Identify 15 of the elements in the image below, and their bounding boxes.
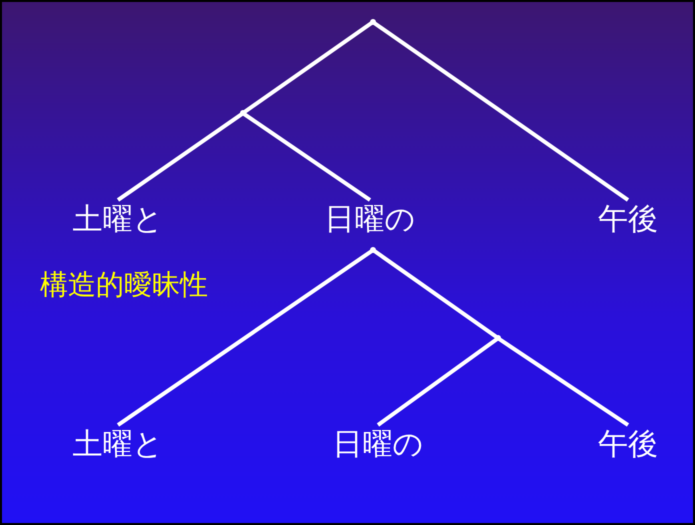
tree-branch — [243, 22, 373, 114]
word-label: 土曜と — [72, 200, 164, 240]
word-label: 日曜の — [324, 200, 416, 240]
tree-branch — [116, 112, 243, 202]
tree-branch — [373, 250, 498, 338]
tree-branch — [373, 22, 630, 202]
tree-branch — [243, 112, 372, 202]
tree-branch — [498, 338, 630, 427]
tree-branch — [116, 250, 373, 427]
word-label: 午後 — [598, 200, 658, 240]
word-label: 午後 — [598, 425, 658, 465]
tree-branch — [376, 338, 498, 427]
annotation-text: 構造的曖昧性 — [40, 267, 208, 303]
word-label: 土曜と — [72, 425, 164, 465]
word-label: 日曜の — [332, 425, 424, 465]
